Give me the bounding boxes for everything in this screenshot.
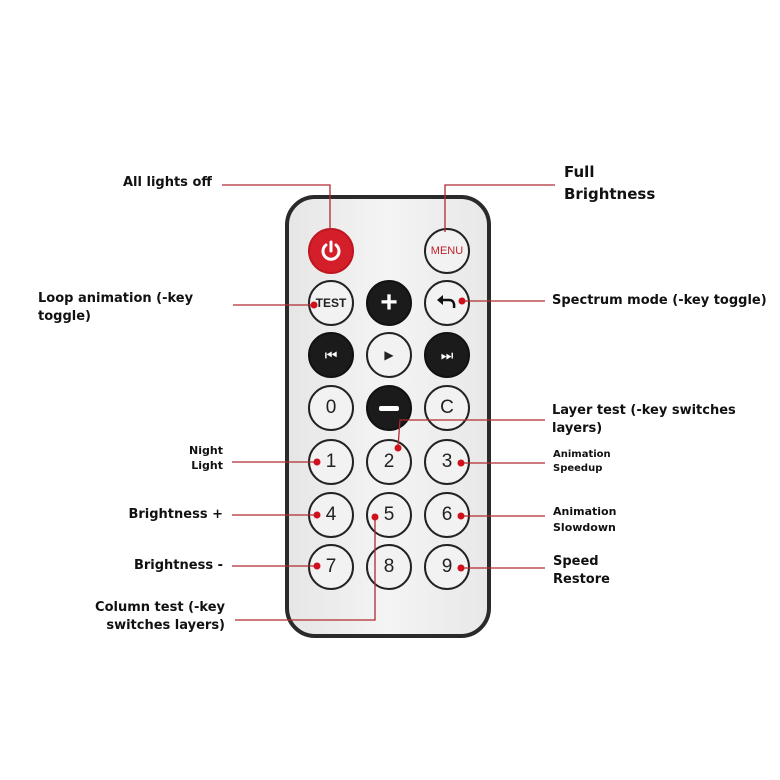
return-arrow-icon bbox=[437, 295, 456, 309]
minus-icon bbox=[379, 405, 399, 411]
play-icon: ▶ bbox=[384, 348, 394, 362]
label-line: Slowdown bbox=[553, 521, 616, 534]
button-2[interactable]: 2 bbox=[366, 439, 412, 485]
label-line: Animation bbox=[553, 505, 617, 518]
label-line: Speedup bbox=[553, 463, 603, 474]
minus-button[interactable] bbox=[366, 385, 412, 431]
callout-dot bbox=[457, 512, 465, 520]
button-0[interactable]: 0 bbox=[308, 385, 354, 431]
label-column-test: Column test (-key switches layers) bbox=[95, 599, 225, 635]
label-line: Restore bbox=[553, 572, 610, 587]
label-layer-test: Layer test (-key switches layers) bbox=[552, 402, 736, 438]
callout-dot bbox=[313, 458, 321, 466]
callout-dot bbox=[457, 459, 465, 467]
power-button[interactable] bbox=[308, 228, 354, 274]
plus-icon: + bbox=[380, 286, 398, 319]
next-button[interactable]: ⏭ bbox=[424, 332, 470, 378]
play-button[interactable]: ▶ bbox=[366, 332, 412, 378]
plus-button[interactable]: + bbox=[366, 280, 412, 326]
test-button[interactable]: TEST bbox=[308, 280, 354, 326]
label-line: toggle) bbox=[38, 309, 91, 324]
label-brightness-plus: Brightness + bbox=[128, 507, 223, 522]
label-line: Speed bbox=[553, 554, 599, 569]
callout-dot bbox=[313, 511, 321, 519]
callout-dot bbox=[313, 562, 321, 570]
label-all-lights-off: All lights off bbox=[123, 175, 212, 190]
label-spectrum-mode: Spectrum mode (-key toggle) bbox=[552, 293, 767, 308]
button-4[interactable]: 4 bbox=[308, 492, 354, 538]
skip-back-icon: ⏮ bbox=[324, 346, 338, 363]
label-brightness-minus: Brightness - bbox=[133, 558, 223, 573]
button-8[interactable]: 8 bbox=[366, 544, 412, 590]
label-loop-animation: Loop animation (-key toggle) bbox=[38, 290, 193, 326]
label-line: Loop animation (-key bbox=[38, 291, 194, 306]
previous-button[interactable]: ⏮ bbox=[308, 332, 354, 378]
callout-dot bbox=[394, 444, 402, 452]
callout-dot bbox=[371, 513, 379, 521]
menu-button[interactable]: MENU bbox=[424, 228, 470, 274]
button-c[interactable]: C bbox=[424, 385, 470, 431]
label-line: Night bbox=[189, 444, 223, 457]
power-icon bbox=[321, 240, 341, 261]
label-line: layers) bbox=[552, 421, 603, 436]
skip-forward-icon: ⏭ bbox=[440, 346, 454, 363]
label-line: Column test (-key bbox=[95, 600, 225, 615]
callout-dot bbox=[458, 297, 466, 305]
label-line: Light bbox=[191, 459, 223, 472]
label-line: Full bbox=[564, 163, 595, 181]
callout-dot bbox=[310, 301, 318, 309]
label-line: Layer test (-key switches bbox=[552, 403, 736, 418]
callout-dot bbox=[457, 564, 465, 572]
label-line: Brightness bbox=[564, 185, 656, 203]
label-line: switches layers) bbox=[106, 618, 225, 633]
label-line: Animation bbox=[553, 449, 611, 460]
